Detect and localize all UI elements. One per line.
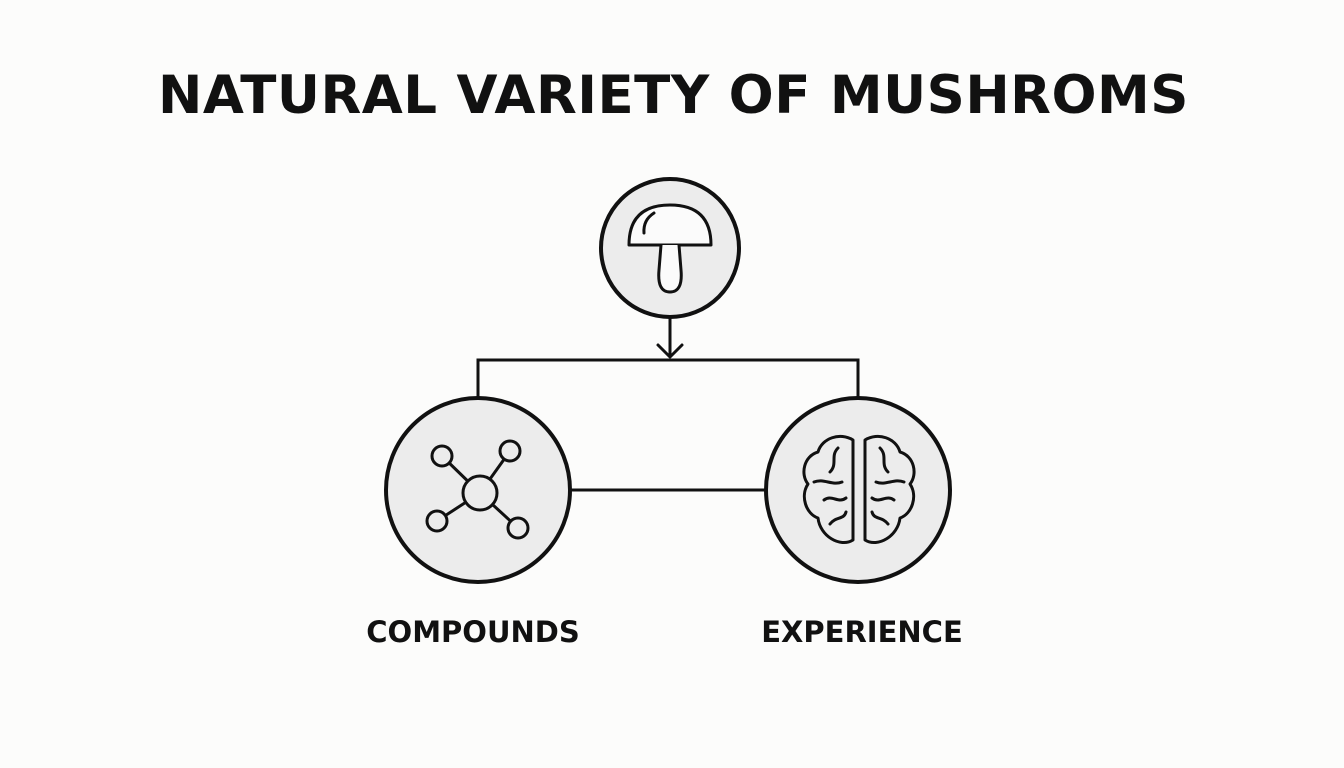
arrowhead-icon [656,343,684,359]
source-node [599,177,741,319]
experience-node [764,396,952,584]
page-title: NATURAL VARIETY OF MUSHROMS [158,65,1189,126]
molecule-icon [425,439,530,540]
mushroom-icon [627,203,713,294]
connector-branch [476,358,860,402]
compounds-label: COMPOUNDS [366,615,580,649]
compounds-node [384,396,572,584]
experience-label: EXPERIENCE [761,615,963,649]
brain-icon [802,435,916,544]
